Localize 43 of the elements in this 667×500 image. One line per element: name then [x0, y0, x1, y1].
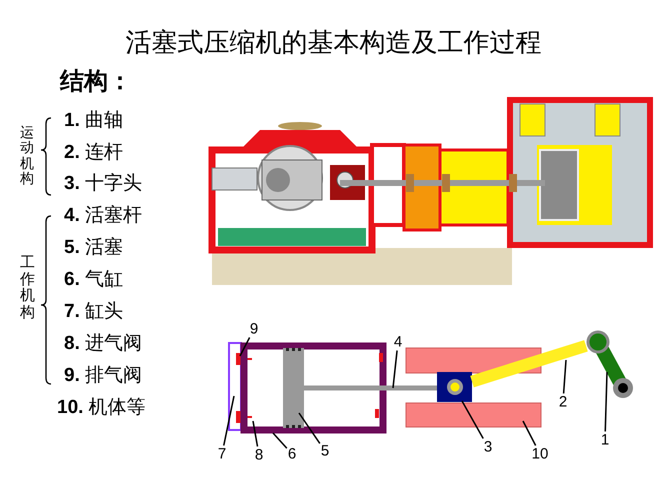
leader-line	[239, 337, 250, 356]
group-label: 运动机构	[20, 125, 34, 187]
cylinder-head	[228, 342, 242, 431]
cylinder	[240, 342, 386, 434]
list-item: 9. 排气阀	[64, 366, 142, 385]
list-item: 7. 缸头	[64, 302, 124, 321]
group-label: 工作机构	[20, 255, 35, 321]
callout-number: 8	[254, 448, 264, 462]
callout-number: 4	[394, 334, 402, 350]
piston	[283, 348, 304, 428]
exhaust-valve	[236, 353, 252, 365]
callout-number: 2	[558, 394, 568, 410]
leader-line	[562, 360, 567, 394]
leader-line	[223, 396, 235, 446]
list-item: 8. 进气阀	[64, 334, 142, 353]
callout-number: 1	[600, 432, 610, 448]
leader-line	[522, 420, 536, 446]
crosshead	[437, 372, 472, 402]
callout-number: 7	[218, 446, 226, 462]
leader-line	[252, 420, 258, 447]
leader-line	[298, 412, 320, 444]
list-item: 1. 曲轴	[64, 111, 124, 130]
intake-valve	[236, 411, 252, 423]
leader-line	[392, 350, 398, 388]
leader-line	[272, 432, 288, 449]
piston-rod	[304, 386, 437, 390]
callout-number: 10	[532, 446, 548, 462]
list-item: 5. 活塞	[64, 238, 124, 257]
callout-number: 5	[320, 444, 330, 458]
title: 活塞式压缩机的基本构造及工作过程	[124, 30, 542, 56]
list-item: 3. 十字头	[64, 174, 142, 193]
callout-number: 3	[484, 440, 492, 454]
callout-number: 9	[250, 322, 258, 336]
list-item: 2. 连杆	[64, 143, 124, 162]
leader-line	[604, 372, 608, 432]
frame-guide	[406, 348, 542, 428]
list-item: 6. 气缸	[64, 270, 124, 289]
list-item: 10. 机体等	[57, 398, 146, 417]
heading: 结构：	[60, 70, 132, 94]
callout-number: 6	[288, 446, 296, 462]
connecting-rod	[470, 340, 588, 388]
crank	[586, 330, 633, 398]
list-item: 4. 活塞杆	[64, 206, 142, 225]
